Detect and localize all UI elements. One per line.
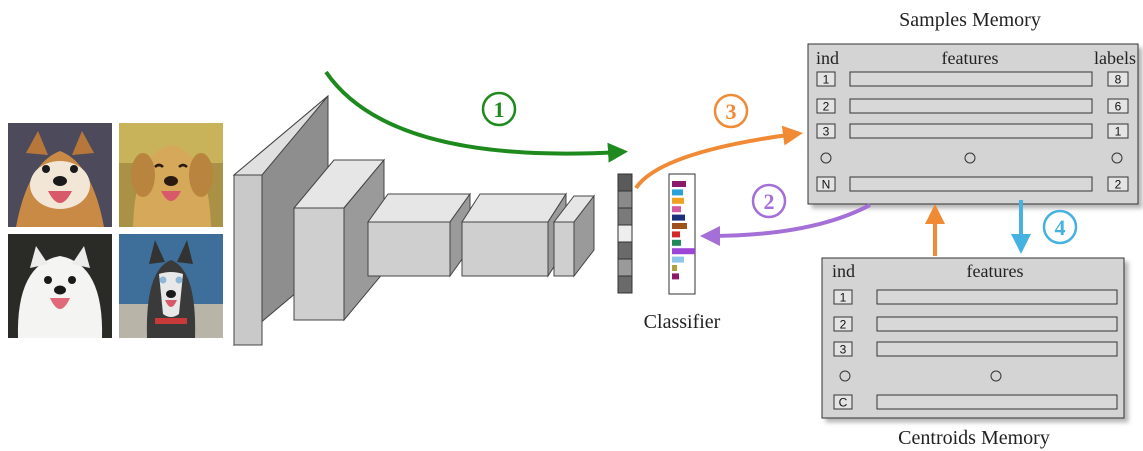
centroids-row: 1 — [833, 289, 1118, 305]
step-1-arrow — [324, 70, 628, 163]
classifier-bar — [672, 265, 677, 271]
samples-header-features: features — [942, 48, 999, 68]
classifier-bar — [672, 197, 684, 204]
step-3-number: 3 — [726, 99, 737, 124]
samples-row-label: 2 — [1115, 178, 1122, 192]
samples-row: N 2 — [816, 176, 1129, 192]
step-4-badge: 4 — [1042, 209, 1078, 245]
feature-bar — [849, 123, 1093, 139]
samples-row-label: 6 — [1115, 100, 1122, 114]
samoyed-photo — [8, 234, 112, 338]
feature-bar — [849, 98, 1093, 114]
centroids-header-features: features — [967, 261, 1024, 281]
feature-vector — [617, 173, 633, 294]
classifier-bar — [672, 256, 684, 263]
centroids-row: 2 — [833, 316, 1118, 332]
samples-row-index: 2 — [823, 100, 830, 114]
step-2-number: 2 — [764, 189, 775, 214]
classifier-bar — [672, 231, 680, 238]
centroids-row: 3 — [833, 341, 1118, 357]
cnn-network — [232, 94, 596, 347]
feature-bar — [876, 289, 1118, 305]
feature-bar — [876, 394, 1118, 410]
samples-header-ind: ind — [816, 48, 839, 68]
centroids-row-index: 2 — [840, 318, 847, 332]
feature-bar — [849, 71, 1093, 87]
samples-memory-title: Samples Memory — [899, 9, 1041, 31]
cnn-layer-5 — [552, 194, 596, 278]
classifier-bar — [672, 248, 695, 255]
feature-bar — [876, 341, 1118, 357]
samples-row: 1 8 — [816, 71, 1129, 87]
samples-row: 3 1 — [816, 123, 1129, 139]
classifier-bar — [672, 189, 683, 196]
classifier-bar — [672, 206, 681, 213]
centroids-row-index: 1 — [840, 291, 847, 305]
cnn-layer-2 — [292, 158, 386, 322]
samples-ellipsis-row — [820, 152, 1123, 164]
golden-retriever-photo — [119, 123, 223, 227]
feature-bar — [849, 176, 1093, 192]
classifier-bar — [672, 239, 681, 246]
husky-photo — [119, 234, 223, 338]
cnn-layer-3 — [367, 192, 471, 278]
feature-bar — [876, 316, 1118, 332]
classifier-bar — [672, 273, 679, 280]
samples-header-labels: labels — [1094, 48, 1136, 68]
centroids-row-index: C — [839, 396, 848, 410]
classifier-bar — [672, 214, 685, 221]
step-1-number: 1 — [494, 97, 505, 122]
classifier-bar — [672, 181, 686, 187]
cnn-layer-4 — [461, 192, 567, 278]
centroids-header-ind: ind — [832, 261, 855, 281]
step-1-badge: 1 — [481, 91, 517, 127]
classifier-label: Classifier — [644, 311, 721, 333]
step-3-badge: 3 — [713, 93, 749, 129]
samples-row-label: 1 — [1115, 125, 1122, 139]
classifier-bars — [672, 181, 695, 280]
samples-row-index: N — [822, 178, 831, 192]
centroids-row: C — [833, 394, 1118, 410]
samples-row: 2 6 — [816, 98, 1129, 114]
classifier-bar — [672, 223, 687, 229]
centroids-memory-panel: ind features 1 2 3 C — [821, 257, 1125, 419]
centroids-row-index: 3 — [840, 343, 847, 357]
step-4-number: 4 — [1055, 215, 1066, 240]
samples-row-index: 1 — [823, 73, 830, 87]
centroids-memory-title: Centroids Memory — [898, 427, 1050, 449]
centroids-ellipsis-row — [839, 370, 1002, 382]
step-2-badge: 2 — [751, 183, 787, 219]
step-3-arrow — [634, 125, 803, 190]
samples-row-index: 3 — [823, 125, 830, 139]
step-2-arrow — [700, 203, 871, 246]
shiba-inu-photo — [8, 123, 112, 227]
samples-row-label: 8 — [1115, 73, 1122, 87]
samples-memory-panel: ind features labels 1 8 2 6 3 1 — [807, 43, 1139, 205]
